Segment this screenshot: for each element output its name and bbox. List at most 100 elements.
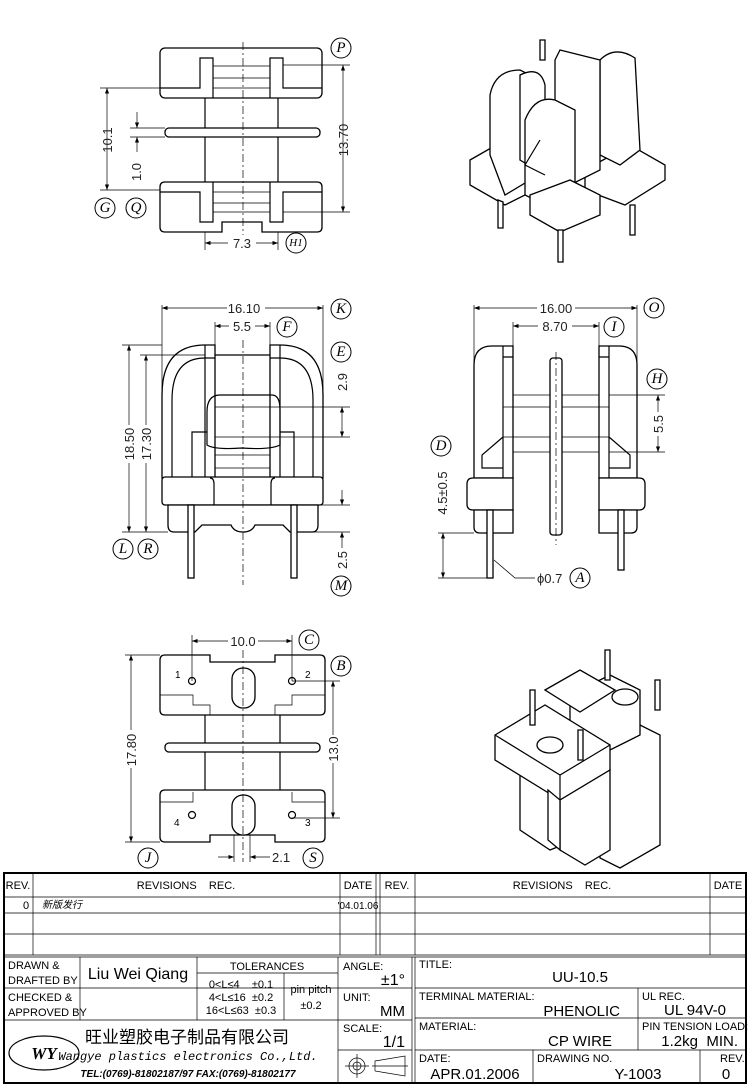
drawn-label-1: DRAWN &	[8, 960, 60, 972]
pin-number-2: 2	[305, 670, 311, 681]
dim-7-3: 7.3	[233, 236, 251, 251]
revisions-header-right: REVISIONS REC.	[513, 880, 611, 892]
unit-value: MM	[380, 1003, 405, 1020]
angle-label: ANGLE:	[343, 961, 383, 973]
callout-k: K	[330, 298, 352, 320]
side-view: 16.00 8.70 5.5 4.5±0.5 ϕ0.7 O I H D A	[430, 297, 668, 589]
scale-value: 1/1	[383, 1034, 405, 1051]
callout-r: R	[137, 538, 159, 560]
revision-0-rev: 0	[23, 900, 29, 912]
revisions-header-left: REVISIONS REC.	[137, 880, 235, 892]
svg-text:H: H	[651, 371, 664, 387]
callout-g: G	[94, 197, 116, 219]
date-header-right: DATE	[714, 880, 743, 892]
scale-label: SCALE:	[343, 1023, 382, 1035]
callout-i: I	[603, 316, 625, 338]
callout-l: L	[112, 538, 134, 560]
dim-2-1: 2.1	[272, 850, 290, 865]
date-label: DATE:	[419, 1053, 451, 1065]
unit-label: UNIT:	[343, 992, 371, 1004]
date-header-left: DATE	[344, 880, 373, 892]
svg-text:M: M	[334, 578, 349, 594]
company-logo: WY	[8, 1035, 80, 1071]
svg-text:A: A	[574, 570, 585, 586]
pin-number-1: 1	[175, 670, 181, 681]
svg-text:I: I	[611, 319, 618, 335]
terminal-material-label: TERMINAL MATERIAL:	[419, 991, 535, 1003]
svg-text:D: D	[435, 438, 447, 454]
pin-number-3: 3	[305, 818, 311, 829]
pin-number-4: 4	[174, 818, 180, 829]
callout-e: E	[330, 341, 352, 363]
pin-pitch-value: ±0.2	[300, 1000, 321, 1012]
callout-c: C	[298, 629, 320, 651]
callout-d: D	[430, 435, 452, 457]
svg-text:K: K	[335, 301, 347, 317]
tolerances-label: TOLERANCES	[230, 961, 304, 973]
drawing-no-value: Y-1003	[615, 1066, 662, 1083]
dim-17-30: 17.30	[139, 428, 154, 461]
svg-text:WY: WY	[31, 1044, 58, 1063]
company-name-english: Wangye plastics electronics Co.,Ltd.	[58, 1050, 317, 1064]
drawing-no-label: DRAWING NO.	[537, 1053, 612, 1065]
projection-symbol-icon	[345, 1054, 408, 1078]
callout-a: A	[569, 567, 591, 589]
svg-text:G: G	[100, 200, 111, 216]
rev-header-left: REV.	[6, 880, 31, 892]
svg-text:P: P	[335, 40, 345, 56]
svg-text:B: B	[336, 658, 345, 674]
dim-8-70: 8.70	[542, 319, 567, 334]
angle-value: ±1°	[381, 972, 405, 989]
svg-text:S: S	[309, 850, 317, 866]
dim-2-5: 2.5	[335, 551, 350, 569]
svg-text:C: C	[304, 632, 315, 648]
svg-text:J: J	[145, 850, 153, 866]
callout-m: M	[330, 575, 352, 597]
company-name-chinese: 旺业塑胶电子制品有限公司	[85, 1028, 289, 1048]
title-value: UU-10.5	[552, 969, 608, 986]
pin-tension-label: PIN TENSION LOAD:	[642, 1021, 748, 1033]
material-value: CP WIRE	[548, 1033, 612, 1050]
title-label: TITLE:	[419, 959, 452, 971]
callout-b: B	[330, 655, 352, 677]
terminal-material-value: PHENOLIC	[543, 1003, 620, 1020]
checked-label-2: APPROVED BY	[8, 1007, 88, 1019]
drawn-by-value: Liu Wei Qiang	[88, 966, 188, 983]
ul-rec-value: UL 94V-0	[664, 1002, 726, 1019]
dim-16-10: 16.10	[228, 301, 261, 316]
callout-q: Q	[125, 197, 147, 219]
front-view: 16.10 5.5 18.50 17.30 2.9 2.5 K F E L R …	[112, 298, 352, 597]
pin-pitch-label: pin pitch	[291, 984, 332, 996]
top-view: 10.1 1.0 13.70 7.3 P G Q H1	[94, 37, 352, 254]
svg-text:F: F	[281, 319, 292, 335]
drawn-label-2: DRAFTED BY	[8, 975, 78, 987]
dim-10-1: 10.1	[100, 127, 115, 152]
svg-text:L: L	[118, 541, 127, 557]
dim-2-9: 2.9	[335, 373, 350, 391]
rev-value: 0	[722, 1066, 730, 1083]
tolerance-row-2: 4<L≤16 ±0.2	[209, 992, 273, 1004]
dim-18-50: 18.50	[122, 428, 137, 461]
callout-h: H	[646, 368, 668, 390]
checked-label-1: CHECKED &	[8, 992, 73, 1004]
dim-16-00: 16.00	[540, 301, 573, 316]
ul-rec-label: UL REC.	[642, 991, 685, 1003]
dim-pin-diameter: ϕ0.7	[537, 571, 562, 586]
dim-1-0: 1.0	[129, 163, 144, 181]
svg-text:R: R	[142, 541, 152, 557]
isometric-view-top	[469, 39, 666, 263]
rev-header-right: REV.	[385, 880, 410, 892]
callout-j: J	[137, 847, 159, 869]
callout-p: P	[330, 37, 352, 59]
material-label: MATERIAL:	[419, 1021, 476, 1033]
revision-0-date: '04.01.06	[338, 901, 379, 912]
dim-pin-length: 4.5±0.5	[435, 471, 450, 514]
svg-text:O: O	[649, 300, 660, 316]
pin-tension-value: 1.2kg MIN.	[661, 1033, 738, 1050]
callout-s: S	[302, 847, 324, 869]
revision-0-description: 新版发行	[42, 899, 84, 911]
svg-text:Q: Q	[131, 200, 142, 216]
dim-10-0: 10.0	[230, 634, 255, 649]
company-contact: TEL:(0769)-81802187/97 FAX:(0769)-818021…	[80, 1069, 296, 1080]
